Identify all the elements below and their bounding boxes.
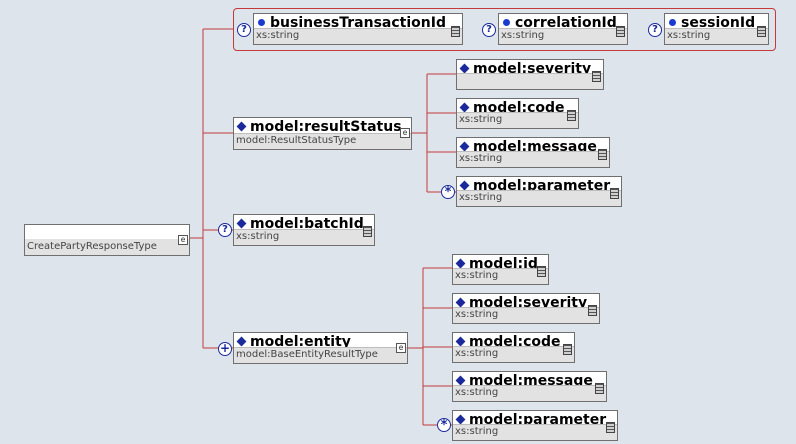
element-entity-id[interactable]: model:id xs:string bbox=[452, 254, 549, 285]
simple-content-icon bbox=[610, 188, 619, 199]
element-type: xs:string bbox=[453, 268, 548, 284]
element-type: xs:string bbox=[457, 151, 609, 167]
element-name: model:entity bbox=[250, 334, 351, 350]
simple-content-icon bbox=[563, 344, 572, 355]
element-name: model:resultStatus bbox=[250, 119, 402, 135]
element-resultstatus[interactable]: model:resultStatus model:ResultStatusTyp… bbox=[233, 117, 412, 150]
simple-content-icon bbox=[537, 266, 546, 277]
optional-icon: ? bbox=[648, 23, 662, 37]
element-resultstatus-message[interactable]: model:message xs:string bbox=[456, 137, 610, 168]
attribute-name: businessTransactionId bbox=[270, 15, 446, 31]
simple-content-icon bbox=[363, 226, 372, 237]
element-icon bbox=[459, 180, 470, 190]
element-icon bbox=[455, 414, 466, 424]
element-resultstatus-severity[interactable]: model:severity bbox=[456, 59, 604, 90]
attribute-type: xs:string bbox=[254, 28, 462, 44]
element-icon bbox=[459, 63, 470, 73]
simple-content-icon bbox=[595, 383, 604, 394]
element-icon bbox=[236, 218, 247, 228]
element-icon bbox=[459, 102, 470, 112]
attribute-icon bbox=[503, 18, 510, 26]
element-type bbox=[457, 73, 603, 89]
element-entity-message[interactable]: model:message xs:string bbox=[452, 371, 607, 402]
zero-or-more-icon: * bbox=[441, 185, 455, 200]
complex-type-icon: e bbox=[400, 128, 410, 138]
root-type-label: CreatePartyResponseType bbox=[25, 239, 189, 255]
attribute-correlationid[interactable]: correlationId xs:string bbox=[498, 13, 628, 45]
element-entity-parameter[interactable]: model:parameter xs:string bbox=[452, 410, 618, 441]
element-type: xs:string bbox=[453, 346, 574, 362]
element-entity-severity[interactable]: model:severity xs:string bbox=[452, 293, 600, 324]
optional-icon: ? bbox=[237, 23, 251, 37]
simple-content-icon bbox=[606, 422, 615, 433]
element-icon bbox=[455, 297, 466, 307]
element-type: model:ResultStatusType bbox=[234, 133, 411, 149]
element-icon bbox=[236, 121, 247, 131]
attribute-icon bbox=[258, 18, 265, 26]
root-type-node[interactable]: CreatePartyResponseType e bbox=[24, 224, 190, 256]
simple-content-icon bbox=[567, 110, 576, 121]
attribute-group bbox=[233, 8, 776, 51]
element-icon bbox=[236, 336, 247, 346]
complex-type-icon: e bbox=[396, 343, 406, 353]
element-type: xs:string bbox=[453, 424, 617, 440]
element-batchid[interactable]: model:batchId xs:string bbox=[233, 214, 375, 246]
simple-content-icon bbox=[616, 26, 625, 37]
attribute-icon bbox=[669, 18, 676, 26]
zero-or-more-icon: * bbox=[437, 418, 451, 433]
simple-content-icon bbox=[451, 26, 460, 37]
element-resultstatus-code[interactable]: model:code xs:string bbox=[456, 98, 579, 129]
one-or-more-icon: + bbox=[218, 341, 232, 356]
attribute-name: sessionId bbox=[681, 15, 756, 31]
element-type: xs:string bbox=[234, 229, 374, 245]
attribute-name: correlationId bbox=[515, 15, 617, 31]
element-type: xs:string bbox=[457, 112, 578, 128]
attribute-businesstransactionid[interactable]: businessTransactionId xs:string bbox=[253, 13, 463, 45]
element-entity[interactable]: model:entity model:BaseEntityResultType … bbox=[233, 332, 408, 364]
simple-content-icon bbox=[598, 149, 607, 160]
element-icon bbox=[455, 375, 466, 385]
element-icon bbox=[455, 336, 466, 346]
complex-type-icon: e bbox=[178, 235, 188, 245]
simple-content-icon bbox=[592, 71, 601, 82]
simple-content-icon bbox=[757, 26, 766, 37]
element-name: model:batchId bbox=[250, 216, 364, 232]
element-entity-code[interactable]: model:code xs:string bbox=[452, 332, 575, 363]
element-type: xs:string bbox=[453, 385, 606, 401]
element-icon bbox=[459, 141, 470, 151]
optional-icon: ? bbox=[218, 223, 232, 237]
simple-content-icon bbox=[588, 305, 597, 316]
element-type: xs:string bbox=[453, 307, 599, 323]
element-type: xs:string bbox=[457, 190, 621, 206]
attribute-type: xs:string bbox=[665, 28, 768, 44]
optional-icon: ? bbox=[482, 23, 496, 37]
element-type: model:BaseEntityResultType bbox=[234, 347, 407, 363]
element-icon bbox=[455, 258, 466, 268]
element-resultstatus-parameter[interactable]: model:parameter xs:string bbox=[456, 176, 622, 207]
attribute-sessionid[interactable]: sessionId xs:string bbox=[664, 13, 769, 45]
attribute-type: xs:string bbox=[499, 28, 627, 44]
